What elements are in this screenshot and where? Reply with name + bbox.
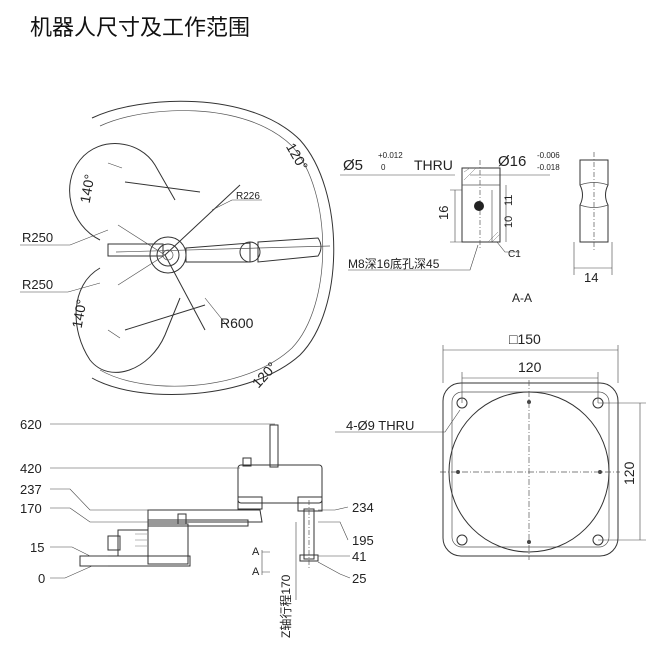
thru-label: THRU (414, 157, 453, 173)
shaft-diameter: Ø16 (498, 153, 526, 170)
arm-link-1 (107, 243, 164, 257)
width-120: 120 (518, 359, 542, 375)
height-120: 120 (621, 461, 637, 485)
shaft-section (461, 167, 501, 243)
shaft-side (579, 159, 609, 243)
dim-10: 10 (503, 216, 515, 228)
hole-spec: 4-Ø9 THRU (346, 418, 414, 433)
bore-diameter: Ø5 (343, 157, 363, 174)
dim-41: 41 (352, 549, 366, 564)
dim-14: 14 (584, 270, 598, 285)
level-237: 237 (20, 482, 42, 497)
dim-234: 234 (352, 500, 374, 515)
arm-link-3 (257, 237, 322, 263)
stroke-label: Z轴行程170 (278, 574, 293, 638)
level-15: 15 (30, 540, 44, 555)
angle-lower-outer: 120° (249, 359, 280, 391)
radius-lower: R250 (22, 277, 53, 292)
dim-25: 25 (352, 571, 366, 586)
cable-duct (269, 424, 279, 468)
elbow-joint (239, 241, 261, 263)
angle-upper-outer: 120° (283, 140, 311, 173)
base-body (147, 523, 189, 565)
chamfer-label: C1 (508, 249, 521, 260)
mount-hole-bl (456, 534, 468, 546)
arm-housing (237, 464, 323, 504)
section-aa: Ø5 +0.012 0 THRU Ø16 -0.006 -0.018 16 11… (340, 151, 613, 305)
upper-lobe (69, 143, 176, 241)
base-view: □150 120 120 4-Ø9 THRU (335, 331, 646, 560)
shaft-tol-upper: -0.006 (537, 151, 560, 160)
section-marker-a2: A (252, 566, 260, 578)
base-foot (79, 555, 191, 567)
radius-small: R226 (236, 191, 260, 202)
outer-reach-arc (91, 100, 335, 395)
bore-tol-upper: +0.012 (378, 151, 403, 160)
bore-hole (474, 201, 484, 211)
thread-note: M8深16底孔深45 (348, 256, 440, 271)
z-shaft (303, 508, 315, 560)
base-joint (149, 236, 187, 274)
level-420: 420 (20, 461, 42, 476)
dim-16: 16 (436, 206, 451, 220)
lower-lobe (75, 267, 181, 373)
outer-square: □150 (509, 331, 541, 347)
base-plate-outer (442, 382, 619, 557)
section-marker-a1: A (252, 546, 260, 558)
radius-upper: R250 (22, 230, 53, 245)
link-lower (147, 509, 263, 523)
angle-lower-inner: 140° (69, 298, 90, 329)
shaft-tol-lower: -0.018 (537, 163, 560, 172)
side-view: 620 420 237 170 15 0 234 195 41 25 A A Z… (20, 417, 374, 638)
level-0: 0 (38, 571, 45, 586)
dim-195: 195 (352, 533, 374, 548)
radius-big: R600 (220, 315, 254, 331)
dim-11: 11 (503, 195, 515, 206)
top-view: 120° 140° 140° 120° R226 R600 R250 R250 (20, 100, 335, 395)
angle-upper-inner: 140° (77, 173, 98, 204)
section-label: A-A (512, 291, 532, 305)
bore-tol-lower: 0 (381, 163, 386, 172)
level-labels: 620 420 237 170 15 0 (20, 417, 45, 586)
level-170: 170 (20, 501, 42, 516)
level-620: 620 (20, 417, 42, 432)
page-title: 机器人尺寸及工作范围 (30, 16, 251, 41)
